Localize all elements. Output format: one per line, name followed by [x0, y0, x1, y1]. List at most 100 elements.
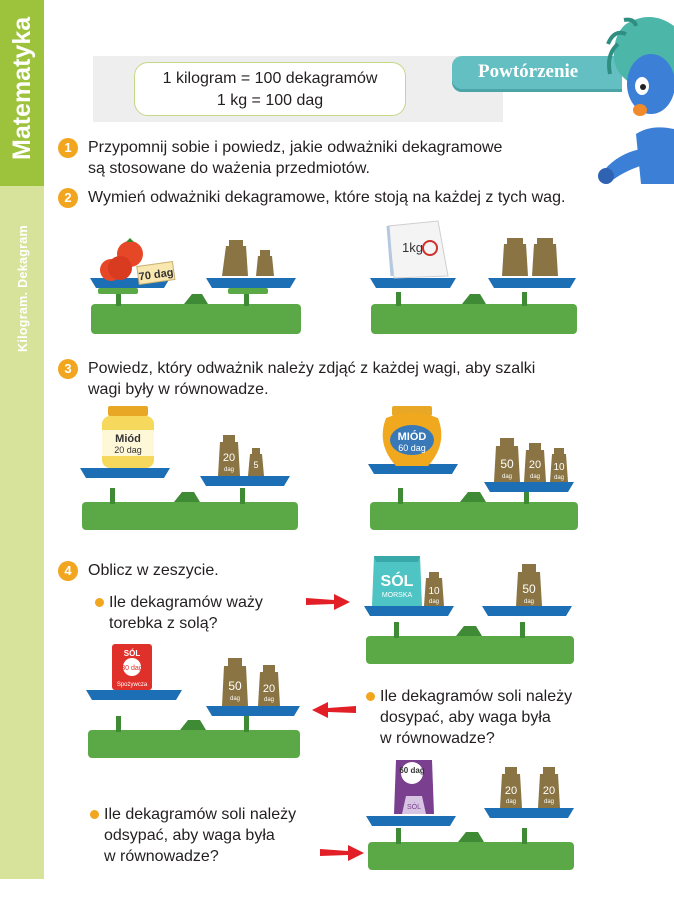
task-number: 4	[58, 561, 78, 581]
question-2-line-3: w równowadze?	[380, 730, 495, 747]
scale-base	[366, 622, 574, 664]
salt-bag-weight: 30 dag	[121, 665, 143, 672]
scale-honey-small: Miód 20 dag 20 dag 5	[80, 406, 298, 530]
weight-10-icon: 10 dag	[424, 572, 444, 606]
svg-text:50: 50	[522, 582, 536, 596]
weight-10-icon: 10 dag	[550, 448, 568, 482]
honey-jar-name: Miód	[115, 433, 141, 445]
question-3-line-2: odsypać, aby waga była	[104, 827, 275, 844]
honey-pot-name: MIÓD	[398, 430, 427, 443]
weight-5-icon: 5	[248, 448, 264, 476]
salt-bag-name: SÓL	[381, 571, 414, 590]
svg-text:dag: dag	[502, 474, 512, 480]
salt-bag-name: SÓL	[124, 649, 141, 658]
svg-text:10: 10	[553, 462, 565, 473]
svg-text:50: 50	[500, 457, 514, 471]
scale-sugar: 1kg	[370, 220, 577, 334]
formula-line-2: 1 kg = 100 dag	[216, 92, 324, 109]
task-number: 3	[58, 359, 78, 379]
formula-line-1: 1 kilogram = 100 dekagramów	[162, 70, 378, 87]
scale-base	[82, 488, 298, 530]
question-2-text: Ile dekagramów soli należy dosypać, aby …	[380, 686, 572, 749]
svg-text:dag: dag	[506, 799, 516, 805]
scale-honey-large: MIÓD 60 dag 50 dag 20 dag 10 dag	[368, 406, 578, 530]
weight-20-icon: 20 dag	[218, 435, 240, 476]
honey-pot-icon	[382, 406, 442, 466]
formula-box: 1 kilogram = 100 dekagramów 1 kg = 100 d…	[134, 62, 406, 116]
question-2-line-2: dosypać, aby waga była	[380, 709, 551, 726]
question-1-line-1: Ile dekagramów waży	[109, 594, 263, 611]
scale-base	[368, 828, 574, 870]
question-3-line-1: Ile dekagramów soli należy	[104, 806, 297, 823]
topic-label: Kilogram. Dekagram	[16, 225, 30, 352]
salt-bag-name: SÓL	[407, 802, 421, 811]
weight-20-icon: 20 dag	[258, 665, 280, 706]
task-2-text: Wymień odważniki dekagramowe, które stoj…	[88, 189, 566, 206]
tomato-icon	[108, 256, 132, 280]
weight-icon	[532, 238, 558, 276]
sidebar: Matematyka Kilogram. Dekagram	[0, 0, 44, 879]
bullet-icon	[95, 598, 104, 607]
svg-text:dag: dag	[544, 799, 554, 805]
tomato-price-tag: 70 dag	[138, 267, 174, 284]
salt-bag-weight: 60 dag	[399, 766, 424, 775]
review-label: Powtórzenie	[478, 61, 579, 82]
task-4-text: Oblicz w zeszycie.	[88, 562, 219, 579]
scale-salt-30: SÓL 30 dag Spożywcza 50 dag 20 dag	[86, 644, 300, 758]
honey-pot-weight: 60 dag	[398, 443, 426, 453]
scale-salt-60: 60 dag SÓL 20 dag 20 dag	[366, 760, 574, 870]
salt-bag-subtitle: Spożywcza	[117, 682, 148, 688]
task-3-line-1: Powiedz, który odważnik należy zdjąć z k…	[88, 360, 536, 377]
task-3-text: Powiedz, który odważnik należy zdjąć z k…	[88, 358, 535, 400]
svg-text:20: 20	[529, 459, 541, 471]
svg-text:dag: dag	[554, 475, 564, 481]
svg-text:50: 50	[228, 679, 242, 693]
svg-text:10: 10	[428, 586, 440, 597]
arrow-left-icon	[312, 702, 356, 718]
scale-base	[88, 716, 300, 758]
svg-text:dag: dag	[224, 467, 234, 473]
question-1-text: Ile dekagramów waży torebka z solą?	[109, 592, 263, 634]
weight-20-icon: 20 dag	[524, 443, 546, 482]
salt-bag-subtitle: MORSKA	[382, 592, 413, 599]
weight-50-icon: 50 dag	[516, 564, 542, 606]
honey-jar-weight: 20 dag	[114, 445, 142, 455]
weight-20-icon: 20 dag	[538, 767, 560, 808]
arrow-right-icon	[306, 594, 350, 610]
svg-text:dag: dag	[264, 697, 274, 703]
svg-text:dag: dag	[530, 474, 540, 480]
task-number: 1	[58, 138, 78, 158]
scale-base	[371, 292, 577, 334]
task-number: 2	[58, 188, 78, 208]
task-1-text: Przypomnij sobie i powiedz, jakie odważn…	[88, 137, 502, 179]
weight-20-icon: 20 dag	[500, 767, 522, 808]
svg-text:20: 20	[263, 683, 275, 695]
question-3-text: Ile dekagramów soli należy odsypać, aby …	[104, 804, 296, 867]
svg-text:5: 5	[253, 460, 258, 470]
scale-base	[370, 488, 578, 530]
scale-sea-salt: SÓL MORSKA 10 dag 50 dag	[364, 556, 574, 664]
bullet-icon	[90, 810, 99, 819]
bullet-icon	[366, 692, 375, 701]
svg-text:20: 20	[543, 785, 555, 797]
salt-bag-icon	[372, 556, 422, 606]
svg-text:dag: dag	[429, 599, 439, 605]
weight-icon	[256, 250, 274, 276]
question-3-line-3: w równowadze?	[104, 848, 219, 865]
question-2-line-1: Ile dekagramów soli należy	[380, 688, 573, 705]
svg-text:dag: dag	[230, 696, 240, 702]
arrow-right-icon	[320, 845, 364, 861]
weight-50-icon: 50 dag	[222, 658, 248, 706]
sidebar-subject-block	[0, 0, 44, 186]
svg-text:dag: dag	[524, 599, 534, 605]
weight-icon	[502, 238, 528, 276]
sugar-box-label: 1kg	[402, 240, 423, 255]
scale-tomatoes: 70 dag	[90, 238, 301, 334]
scale-base	[91, 288, 301, 334]
subject-label: Matematyka	[8, 16, 36, 160]
mascot-illustration	[598, 16, 674, 184]
svg-text:20: 20	[505, 785, 517, 797]
task-1-line-1: Przypomnij sobie i powiedz, jakie odważn…	[88, 139, 503, 156]
svg-text:20: 20	[223, 452, 235, 464]
review-tab	[452, 56, 622, 92]
